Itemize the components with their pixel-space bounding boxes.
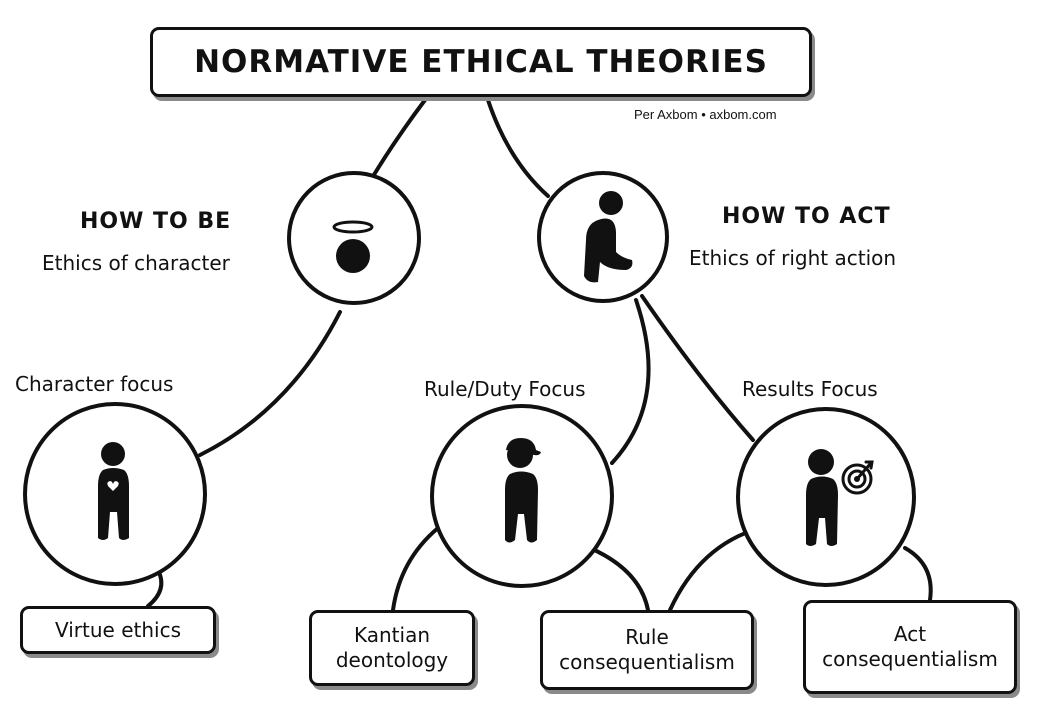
- how-to-act-heading: HOW TO ACT: [722, 204, 891, 229]
- person-cap-icon: [505, 438, 541, 543]
- connector-how-to-act-results: [640, 294, 755, 442]
- title-box: NORMATIVE ETHICAL THEORIES: [150, 27, 812, 97]
- virtue-ethics-box: Virtue ethics: [20, 606, 216, 654]
- rule-cons-line2: consequentialism: [559, 650, 735, 674]
- connector-how-to-act-rule: [610, 298, 651, 465]
- connector-results-rule-cons: [668, 526, 762, 612]
- connector-title-how-to-be: [370, 98, 427, 180]
- rule-consequentialism-box: Rule consequentialism: [540, 610, 754, 690]
- person-target-icon: [806, 449, 874, 546]
- how-to-be-heading: HOW TO BE: [80, 209, 232, 234]
- kantian-deontology-box: Kantian deontology: [309, 610, 475, 686]
- act-consequentialism-box: Act consequentialism: [803, 600, 1017, 694]
- connector-rule-kantian: [391, 526, 440, 612]
- connector-title-how-to-act: [486, 98, 550, 198]
- how-to-act-subheading: Ethics of right action: [689, 246, 897, 270]
- connector-rule-rule-cons: [588, 546, 650, 612]
- how-to-be-circle: [287, 171, 421, 305]
- walking-person-icon: [584, 191, 633, 283]
- virtue-ethics-text: Virtue ethics: [55, 617, 181, 642]
- character-focus-label: Character focus: [15, 372, 174, 396]
- rule-duty-focus-label: Rule/Duty Focus: [424, 377, 586, 401]
- results-focus-label: Results Focus: [742, 377, 878, 401]
- how-to-be-subheading: Ethics of character: [42, 251, 230, 275]
- connector-how-to-be-character: [198, 310, 342, 457]
- kantian-line2: deontology: [335, 648, 449, 672]
- diagram-title: NORMATIVE ETHICAL THEORIES: [194, 43, 768, 80]
- credit-text: Per Axbom • axbom.com: [634, 107, 777, 122]
- connector-results-act-cons: [903, 546, 933, 602]
- halo-person-icon: [332, 220, 374, 273]
- kantian-line1: Kantian: [353, 623, 431, 647]
- act-cons-line1: Act: [893, 622, 927, 646]
- rule-cons-line1: Rule: [625, 625, 669, 649]
- act-cons-line2: consequentialism: [822, 647, 998, 671]
- person-heart-icon: [98, 442, 129, 540]
